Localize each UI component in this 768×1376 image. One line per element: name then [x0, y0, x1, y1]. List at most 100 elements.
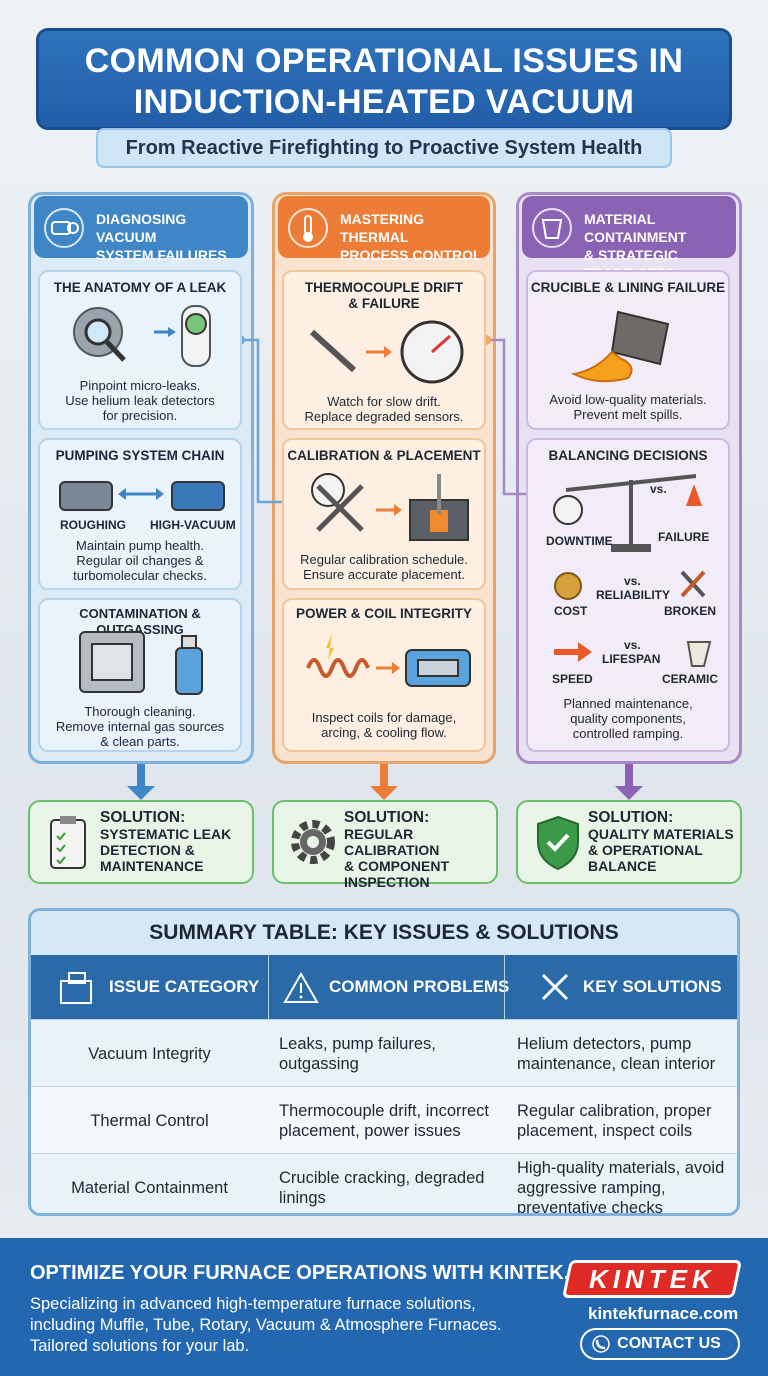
card-contamination: CONTAMINATION & OUTGASSING Thorough clea… [38, 598, 242, 752]
table-cell-problems: Leaks, pump failures, outgassing [279, 1034, 436, 1073]
card-text-line: Remove internal gas sources [55, 719, 225, 734]
card-text-line: Inspect coils for damage, [311, 710, 457, 725]
speed-arrow-icon [554, 641, 712, 667]
card-text-line: & clean parts. [100, 734, 180, 749]
tradeoff-vs: vs. [624, 574, 641, 588]
card-title: PUMPING SYSTEM CHAIN [55, 448, 225, 463]
solution-line: BALANCE [588, 858, 657, 874]
card-thermocouple: THERMOCOUPLE DRIFT & FAILURE Watch for s… [282, 270, 486, 430]
card-text-line: Use helium leak detectors [65, 393, 215, 408]
card-text-line: for precision. [102, 408, 178, 423]
card-text-line: Avoid low-quality materials. [549, 392, 707, 407]
table-row: Vacuum Integrity Leaks, pump failures, o… [31, 1019, 737, 1086]
ceramic-icon [686, 641, 712, 667]
table-cell-category: Material Containment [71, 1178, 228, 1197]
calibration-icon [311, 473, 469, 541]
thermometer-icon [288, 208, 328, 248]
table-header-cell: COMMON PROBLEMS [329, 977, 510, 996]
card-leak-anatomy: THE ANATOMY OF A LEAK Pinpoint micro-lea… [38, 270, 242, 430]
column-heading-line: MATERIAL CONTAINMENT [584, 211, 687, 245]
card-balancing-decisions: BALANCING DECISIONS DOWNTIME vs. FAILURE… [526, 438, 730, 752]
card-pumping-chain: PUMPING SYSTEM CHAIN ROUGHING HIGH-VACUU… [38, 438, 242, 590]
solution-line: & COMPONENT [344, 858, 449, 874]
table-cell-solutions: Regular calibration, proper placement, i… [517, 1101, 712, 1140]
box-icon [60, 972, 92, 1004]
solution-line: MAINTENANCE [100, 858, 204, 874]
pump-icon [44, 208, 84, 248]
card-text-line: Prevent melt spills. [573, 407, 683, 422]
spray-bottle-icon [175, 647, 203, 695]
scale-icon [553, 474, 702, 552]
column-header-material: MATERIAL CONTAINMENT& STRATEGIC TRADE-OF… [522, 196, 736, 281]
solution-thermal: SOLUTION: REGULAR CALIBRATION & COMPONEN… [272, 800, 498, 890]
card-calibration: CALIBRATION & PLACEMENT Regular calibrat… [282, 438, 486, 590]
tradeoff-mid: LIFESPAN [602, 652, 661, 666]
gear-icon [291, 820, 335, 864]
card-title: & FAILURE [348, 296, 420, 311]
card-text-line: Thorough cleaning. [84, 704, 196, 719]
crucible-spill-icon [570, 310, 670, 383]
solution-material: SOLUTION: QUALITY MATERIALS & OPERATIONA… [516, 800, 742, 884]
solution-line: DETECTION & [100, 842, 195, 858]
tradeoff-left: COST [554, 604, 588, 618]
table-cell-problems: Crucible cracking, degraded linings [279, 1168, 485, 1207]
table-cell-category: Thermal Control [90, 1111, 209, 1130]
tradeoff-left: DOWNTIME [546, 534, 613, 548]
tradeoff-vs: vs. [624, 638, 641, 652]
table-header-cell: ISSUE CATEGORY [109, 977, 260, 996]
card-text-line: Replace degraded sensors. [304, 409, 464, 424]
table-row: Thermal Control Thermocouple drift, inco… [31, 1086, 737, 1153]
column-heading-line: MASTERING THERMAL [340, 211, 424, 245]
solution-line: INSPECTION [344, 874, 430, 890]
table-header-cell: KEY SOLUTIONS [583, 977, 722, 996]
footer-headline: OPTIMIZE YOUR FURNACE OPERATIONS WITH KI… [30, 1262, 570, 1284]
tradeoff-right: CERAMIC [662, 672, 718, 686]
checklist-icon [50, 816, 86, 869]
card-text-line: Planned maintenance, [563, 696, 693, 711]
footer-body: Specializing in advanced high-temperatur… [30, 1295, 502, 1355]
table-row: Material Containment Crucible cracking, … [31, 1153, 737, 1213]
chamber-icon [79, 631, 203, 695]
card-power-coil: POWER & COIL INTEGRITY Inspect coils for… [282, 598, 486, 752]
warning-icon [283, 971, 319, 1003]
card-title: THERMOCOUPLE DRIFT [304, 280, 464, 295]
column-header-thermal: MASTERING THERMAL PROCESS CONTROL [278, 196, 490, 263]
phone-icon [592, 1335, 610, 1353]
contact-us-label: CONTACT US [617, 1335, 721, 1352]
card-text-line: Regular oil changes & [76, 553, 204, 568]
page-subtitle: From Reactive Firefighting to Proactive … [96, 128, 672, 168]
column-heading-line: PROCESS CONTROL [340, 247, 482, 263]
card-crucible-failure: CRUCIBLE & LINING FAILURE Avoid low-qual… [526, 270, 730, 430]
column-heading-line: SYSTEM FAILURES [96, 247, 227, 263]
footer-banner: OPTIMIZE YOUR FURNACE OPERATIONS WITH KI… [0, 1238, 768, 1376]
solution-line: QUALITY MATERIALS [588, 826, 734, 842]
card-text-line: Watch for slow drift. [327, 394, 441, 409]
tools-icon [541, 973, 569, 1001]
contact-us-button[interactable]: CONTACT US [580, 1328, 740, 1360]
card-text-line: Regular calibration schedule. [300, 552, 468, 567]
pump-chain-icon [59, 481, 225, 511]
tradeoff-vs: vs. [650, 482, 667, 496]
website-link[interactable]: kintekfurnace.com [588, 1304, 739, 1323]
solution-heading: SOLUTION: [588, 809, 674, 826]
card-text-line: Maintain pump health. [76, 538, 204, 553]
money-bag-icon [554, 570, 706, 600]
table-cell-solutions: Helium detectors, pump maintenance, clea… [517, 1034, 716, 1073]
card-title: THE ANATOMY OF A LEAK [53, 280, 227, 295]
clock-icon [553, 495, 583, 525]
solution-heading: SOLUTION: [344, 809, 430, 826]
card-text-line: Pinpoint micro-leaks. [79, 378, 201, 393]
card-text-line: quality components, [570, 711, 686, 726]
table-caption: SUMMARY TABLE: KEY ISSUES & SOLUTIONS [31, 911, 737, 955]
solution-line: SYSTEMATIC LEAK [100, 826, 232, 842]
pump-label-roughing: ROUGHING [60, 518, 126, 532]
kintek-logo[interactable]: KINTEK [561, 1260, 743, 1298]
shield-check-icon [537, 815, 579, 871]
card-title: CRUCIBLE & LINING FAILURE [530, 280, 726, 295]
magnifier-icon [73, 305, 211, 367]
card-title: CALIBRATION & PLACEMENT [287, 448, 481, 463]
card-text-line: arcing, & cooling flow. [321, 725, 447, 740]
card-text-line: Ensure accurate placement. [303, 567, 465, 582]
pump-label-high-vacuum: HIGH-VACUUM [150, 518, 236, 532]
